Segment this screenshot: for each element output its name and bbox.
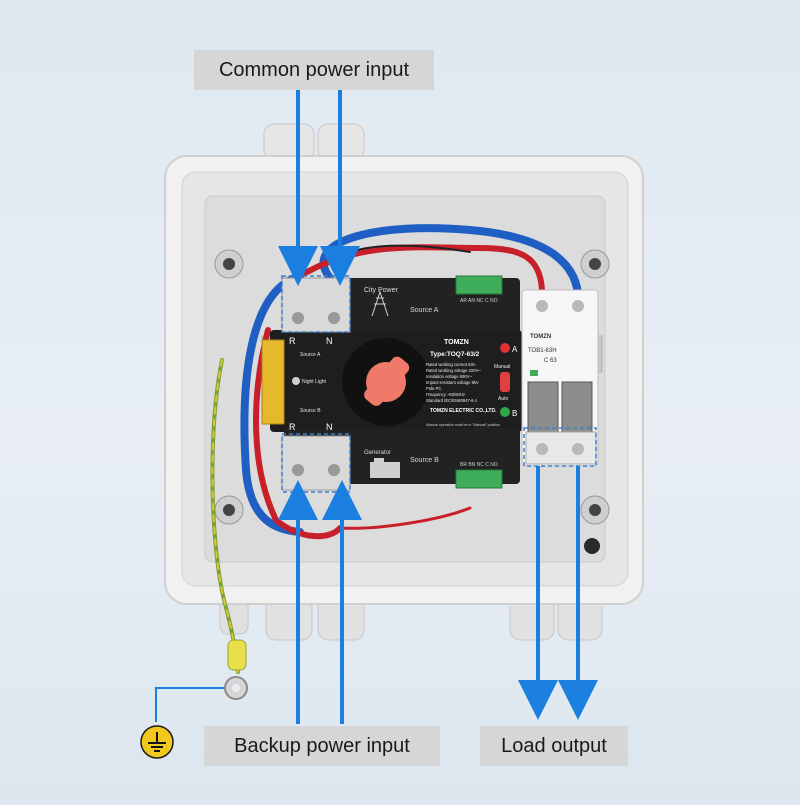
terminal-r-top: R: [289, 336, 296, 346]
source-b-tag: Source B: [300, 408, 321, 414]
source-a-text: Source A: [410, 307, 439, 314]
spec-line: Rated working voltage 220V~: [426, 368, 481, 373]
terminal-b-text: BR BN NC C NO: [460, 462, 498, 468]
load-output-label: Load output: [480, 726, 628, 766]
ground-lug: [224, 639, 248, 700]
type-text: Type:TOQ7-63/2: [430, 351, 480, 358]
breaker-brand: TOMZN: [530, 334, 551, 340]
top-cable-glands: [263, 123, 365, 161]
manual-text: Manual: [494, 364, 510, 370]
source-a-tag: Source A: [300, 352, 321, 358]
backup-power-input-label: Backup power input: [204, 726, 440, 766]
source-b-text: Source B: [410, 457, 439, 464]
indicator-b-led: [500, 407, 510, 417]
bottom-cable-glands: [219, 563, 603, 641]
breaker-rating: C 63: [544, 358, 557, 364]
highlight-boxes: [281, 275, 597, 493]
flow-arrows: [278, 88, 598, 724]
maker-text: TOMZN ELECTRIC CO.,LTD.: [430, 408, 497, 414]
circuit-breaker: [521, 289, 599, 467]
auto-text: Auto: [498, 396, 509, 402]
ground-connector: [155, 687, 224, 722]
pylon-icon: [371, 290, 389, 317]
source-a-terminals: [281, 277, 351, 333]
spec-line: Pole PC: [426, 386, 441, 391]
terminal-r-bottom: R: [289, 422, 296, 432]
city-power-text: City Power: [364, 287, 399, 294]
brand-text: TOMZN: [444, 339, 469, 346]
night-light-text: Night Light: [302, 379, 327, 385]
breaker-model: TOB1-63H: [528, 348, 557, 354]
spec-line: Frequency ~50/60Hz: [426, 392, 465, 397]
ats-device: [261, 275, 522, 491]
indicator-a-text: A: [512, 345, 518, 354]
device-text: City Power Source A AR AN NC C NO TOMZN …: [289, 287, 557, 468]
terminal-a-text: AR AN NC C NO: [460, 298, 498, 304]
spec-line: Impact-resistant voltage 8kV: [426, 380, 479, 385]
terminal-n-top: N: [326, 336, 333, 346]
ground-symbol-icon: [140, 725, 174, 759]
spec-line: Insulation voltage 690V~: [426, 374, 473, 379]
source-b-terminals: [281, 435, 351, 491]
note-text: Manual operation must be in "Manual" pos…: [426, 423, 500, 427]
indicator-b-text: B: [512, 409, 517, 418]
spec-line: Rated working current 63A: [426, 362, 476, 367]
terminal-n-bottom: N: [326, 422, 333, 432]
common-power-input-label: Common power input: [194, 50, 434, 90]
generator-text: Generator: [364, 450, 391, 456]
indicator-a-led: [500, 343, 510, 353]
spec-line: Standard IEC/EN60947-6-1: [426, 398, 478, 403]
generator-icon: [370, 458, 400, 478]
bulb-icon: [292, 377, 300, 385]
